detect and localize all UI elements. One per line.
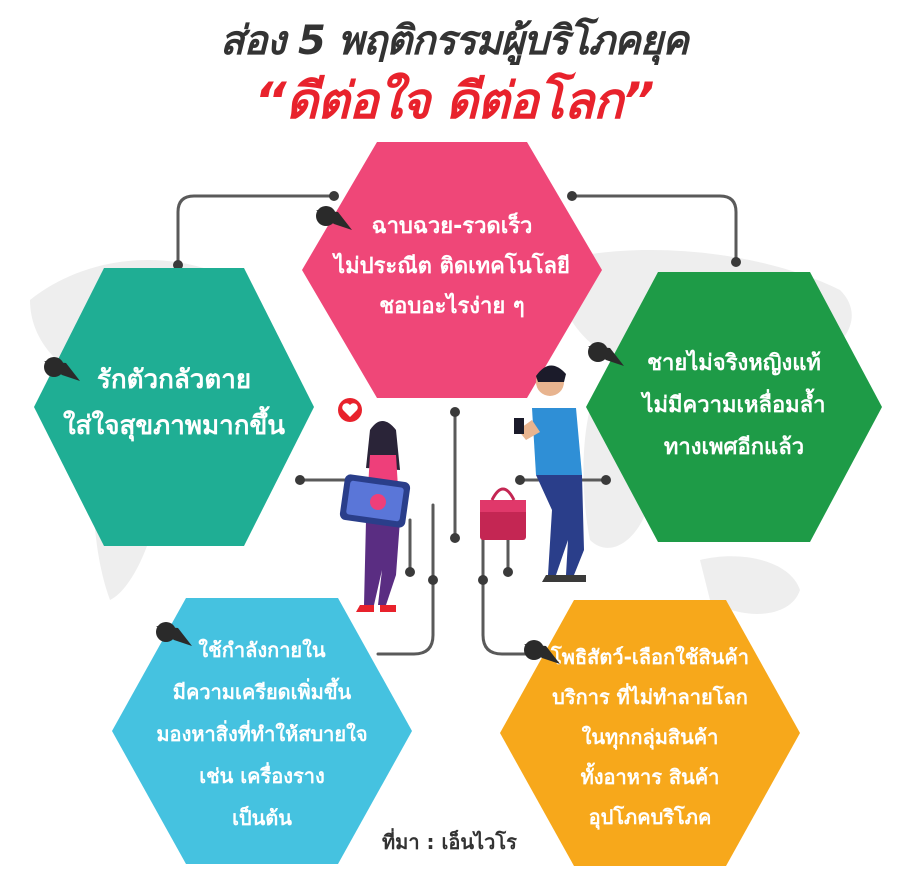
hexagon-right-line-2: ไม่มีความเหลื่อมล้ำ [642, 393, 826, 418]
hexagon-right-line-3: ทางเพศอีกแล้ว [663, 435, 805, 460]
hexagon-left-line-1: รักตัวกลัวตาย [96, 365, 252, 395]
hexagon-right-line-1: ชายไม่จริงหญิงแท้ [647, 351, 821, 376]
hexagon-top-line-2: ไม่ประณีต ติดเทคโนโลยี [334, 254, 570, 279]
hexagon-bottom-left-line-5: เป็นต้น [232, 806, 292, 830]
shoppers-illustration [338, 365, 586, 612]
hexagon-left: รักตัวกลัวตาย ใส่ใจสุขภาพมากขึ้น [34, 268, 314, 546]
hexagon-bottom-right-line-1: โพธิสัตว์-เลือกใช้สินค้า [551, 645, 749, 669]
title-line-2: “ดีต่อใจ ดีต่อโลก” [254, 72, 654, 130]
hexagon-bottom-right-line-5: อุปโภคบริโภค [588, 805, 712, 829]
hexagon-bottom-right-line-3: ในทุกกลุ่มสินค้า [581, 725, 719, 749]
hexagon-bottom-left-line-4: เช่น เครื่องราง [199, 764, 325, 788]
hexagon-bottom-left-line-3: มองหาสิ่งที่ทำให้สบายใจ [156, 722, 368, 746]
pointer-icon [316, 206, 352, 230]
hexagon-bottom-right-line-2: บริการ ที่ไม่ทำลายโลก [552, 685, 748, 709]
hexagon-top-line-3: ชอบอะไรง่าย ๆ [379, 294, 525, 319]
hexagon-bottom-left: ใช้กำลังกายใน มีความเครียดเพิ่มขึ้น มองห… [112, 598, 412, 864]
hexagon-bottom-left-line-1: ใช้กำลังกายใน [198, 638, 326, 662]
hexagon-left-line-2: ใส่ใจสุขภาพมากขึ้น [62, 411, 286, 441]
hexagon-top-line-1: ฉาบฉวย-รวดเร็ว [371, 214, 533, 239]
source-caption: ที่มา : เอ็นไวโร [382, 830, 517, 854]
shopping-bag-icon [480, 487, 526, 540]
pointer-icon [156, 622, 192, 646]
title-line-1: ส่อง 5 พฤติกรรมผู้บริโภคยุค [220, 18, 689, 64]
hexagon-top: ฉาบฉวย-รวดเร็ว ไม่ประณีต ติดเทคโนโลยี ชอ… [302, 142, 602, 398]
connector-node [173, 260, 183, 270]
pointer-icon [524, 640, 560, 664]
hexagon-bottom-left-line-2: มีความเครียดเพิ่มขึ้น [172, 680, 352, 704]
pointer-icon [588, 342, 624, 366]
heart-icon [338, 398, 362, 422]
hexagon-bottom-right: โพธิสัตว์-เลือกใช้สินค้า บริการ ที่ไม่ทำ… [500, 600, 800, 866]
pointer-icon [44, 357, 80, 381]
hexagon-bottom-right-line-4: ทั้งอาหาร สินค้า [580, 765, 720, 789]
hexagon-right: ชายไม่จริงหญิงแท้ ไม่มีความเหลื่อมล้ำ ทา… [586, 272, 882, 542]
